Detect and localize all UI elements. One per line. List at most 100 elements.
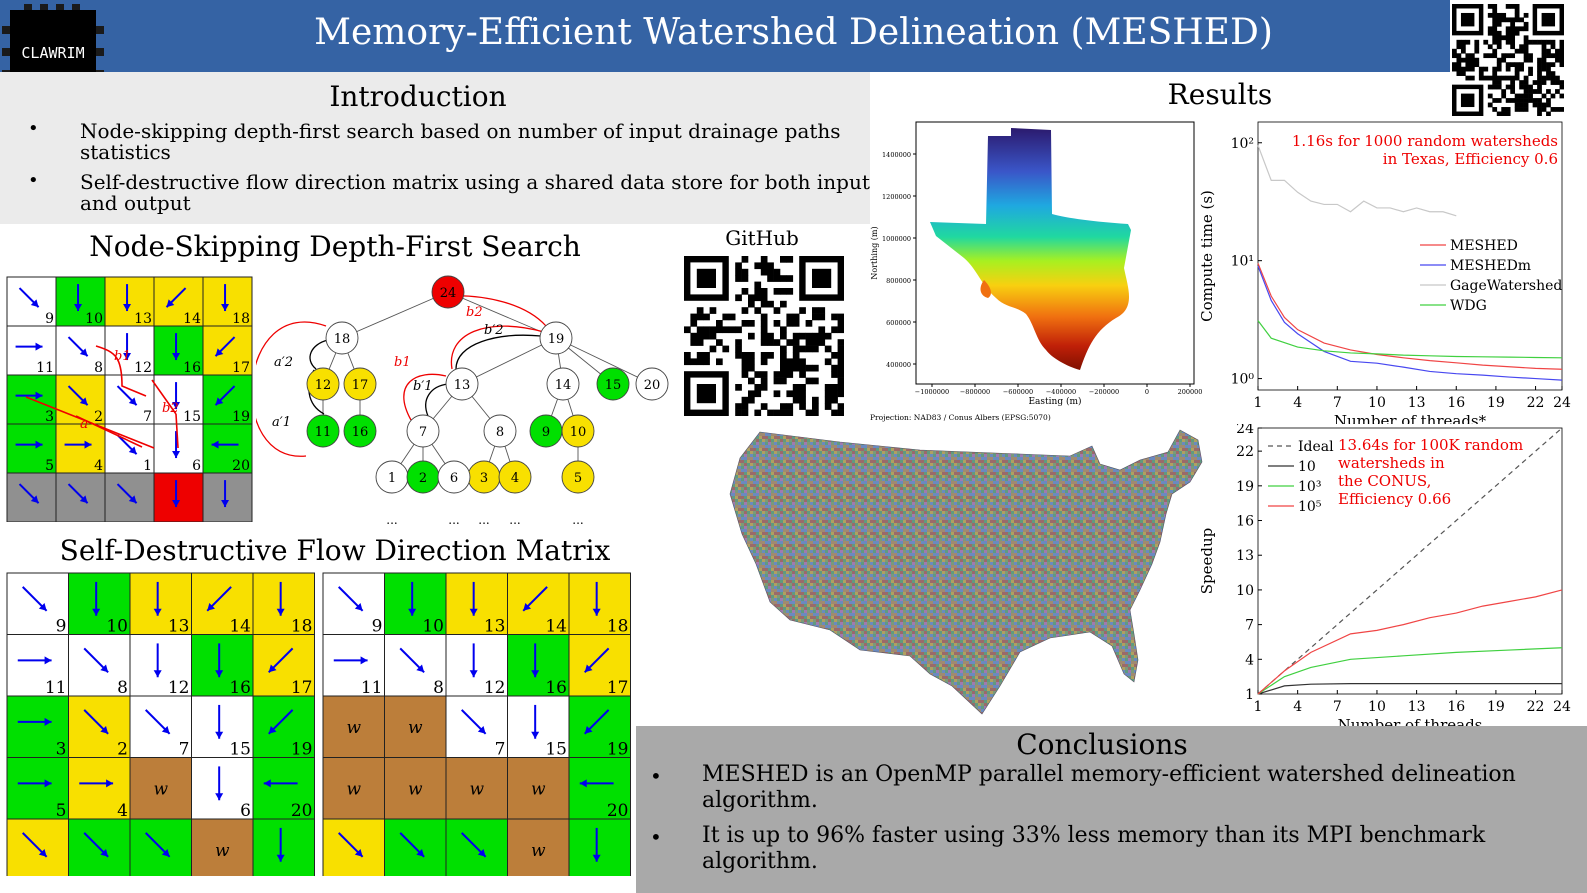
qr-module — [773, 339, 781, 346]
grid-cell — [507, 818, 570, 876]
grid-cell — [445, 634, 508, 697]
conclusion-bullet-2: It is up to 96% faster using 33% less me… — [702, 823, 1486, 874]
legend-label: Ideal — [1298, 439, 1334, 455]
grid-cell — [568, 818, 631, 876]
qr-module — [1546, 48, 1551, 54]
qr-module — [716, 339, 723, 346]
qr-module — [728, 313, 736, 321]
qr-module — [1483, 39, 1489, 45]
tree-node-label: 24 — [440, 286, 457, 301]
arrow-head — [100, 849, 109, 857]
qr-module — [741, 396, 749, 404]
qr-module — [1505, 26, 1511, 32]
arrow-head — [360, 656, 368, 665]
x-tick-label: 19 — [1487, 395, 1505, 411]
qr-module — [1505, 39, 1511, 45]
arrow-head — [215, 397, 224, 406]
arrow-head — [354, 849, 363, 857]
qr-module — [1559, 39, 1564, 45]
qr-module — [1537, 80, 1542, 85]
qr-module — [1528, 98, 1533, 103]
qr-module — [1514, 75, 1520, 81]
chart-annotation: 13.64s for 100K random — [1338, 436, 1523, 454]
qr-module — [773, 268, 781, 276]
conus-watershed-map — [729, 429, 1203, 715]
cell-number: 20 — [232, 458, 250, 474]
qr-module — [812, 345, 819, 353]
grid-cell — [252, 757, 315, 820]
arrow-head — [161, 849, 170, 857]
edge-label-a: a — [80, 416, 88, 432]
qr-module — [1501, 107, 1507, 112]
grid-cell — [191, 572, 254, 635]
qr-module — [824, 396, 832, 404]
qr-module — [703, 358, 710, 366]
grid-cell — [6, 276, 57, 327]
qr-module — [818, 313, 826, 321]
conclusions-panel — [636, 726, 1587, 893]
qr-module — [786, 313, 794, 321]
qr-module — [837, 345, 844, 353]
arrow-head — [207, 603, 215, 611]
qr-module — [1474, 62, 1480, 68]
cell-number: 10 — [422, 617, 444, 637]
cell-number: 1 — [143, 458, 152, 474]
qr-module — [818, 326, 826, 334]
tree-node — [431, 275, 465, 309]
tree-node-label: 13 — [454, 378, 471, 393]
qr-module — [1523, 48, 1529, 54]
qr-module — [837, 339, 844, 346]
arrow-head — [584, 664, 593, 673]
qr-module — [818, 307, 826, 314]
qr-module — [812, 332, 819, 340]
qr-module — [1487, 30, 1493, 36]
cell-number: 18 — [291, 617, 313, 637]
qr-module — [792, 313, 800, 321]
qr-module — [799, 364, 806, 372]
qr-module — [1523, 89, 1529, 94]
github-qr-code[interactable] — [684, 256, 844, 416]
cell-number: 18 — [607, 617, 629, 637]
cell-number: 19 — [232, 409, 250, 425]
qr-module — [748, 364, 755, 372]
qr-module — [1546, 62, 1551, 68]
legend-label: 10³ — [1298, 479, 1321, 495]
y-tick-label: 1200000 — [882, 193, 911, 201]
qr-module — [786, 288, 794, 295]
qr-module — [1541, 48, 1547, 54]
qr-module — [792, 396, 800, 404]
qr-module — [1523, 12, 1529, 18]
qr-module — [1523, 53, 1529, 59]
qr-module — [773, 409, 781, 416]
cell-number: 7 — [179, 740, 190, 760]
qr-module — [754, 384, 762, 391]
qr-module — [703, 352, 710, 359]
qr-module — [1496, 98, 1502, 103]
qr-module — [1510, 44, 1516, 50]
tree-node — [306, 367, 340, 401]
qr-module — [792, 352, 800, 359]
grid-cell — [55, 472, 106, 522]
arrow-head — [172, 451, 181, 459]
qr-module — [1474, 39, 1480, 45]
label-b1-prime: b′1 — [413, 379, 433, 394]
qr-module — [716, 320, 723, 327]
qr-module — [837, 390, 844, 398]
qr-module — [1456, 44, 1462, 50]
tree-node — [546, 367, 580, 401]
grid-cell — [445, 757, 508, 820]
qr-module — [1496, 17, 1502, 23]
qr-module — [1510, 53, 1516, 59]
qr-module — [780, 345, 787, 353]
qr-module — [1492, 84, 1498, 90]
qr-module — [786, 275, 794, 282]
tree-edge — [555, 337, 653, 385]
cell-number: 11 — [361, 678, 383, 698]
qr-module — [780, 409, 787, 416]
grid-cell — [191, 818, 254, 876]
qr-module — [1555, 48, 1560, 54]
x-tick-label: 24 — [1553, 395, 1571, 411]
y-tick-label: 10² — [1231, 136, 1254, 152]
chart-annotation: 1.16s for 1000 random watersheds — [1292, 132, 1558, 150]
